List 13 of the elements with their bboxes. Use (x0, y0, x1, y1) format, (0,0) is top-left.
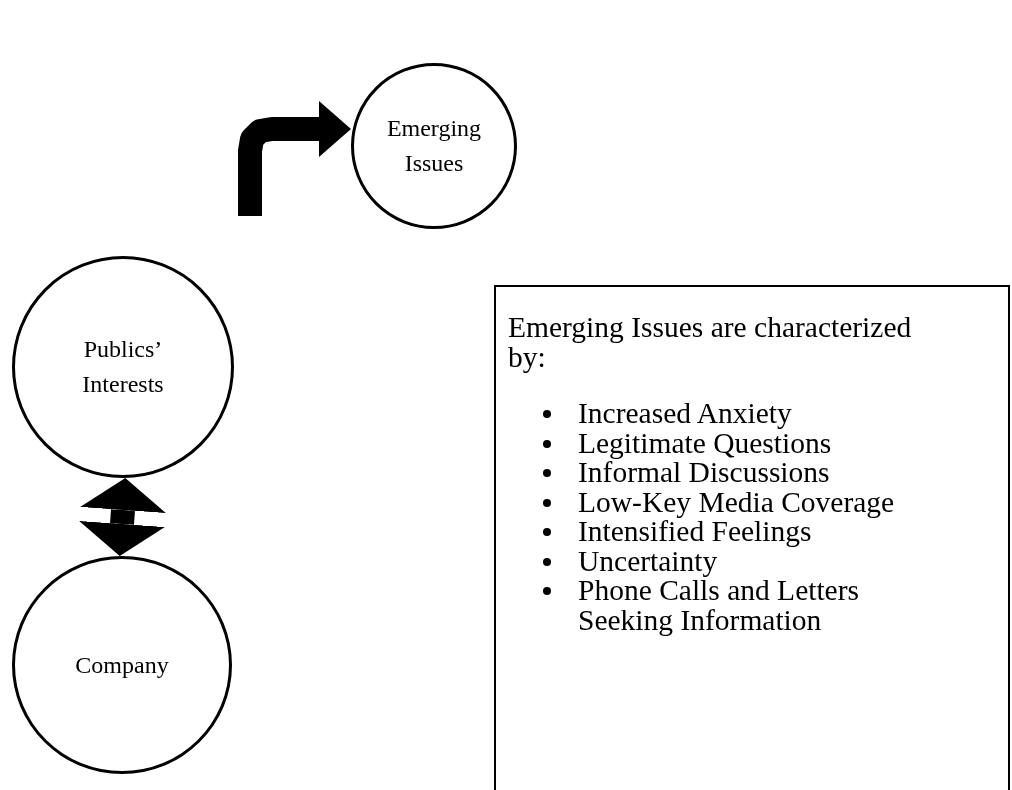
text-panel (494, 285, 1010, 790)
list-item: Low-Key Media Coverage (578, 487, 896, 517)
list-item: Phone Calls and Letters Seeking Information (578, 576, 860, 635)
node-label: Company (74, 650, 170, 680)
list-item: Legitimate Questions (578, 428, 833, 458)
list-item: Uncertainty (578, 546, 718, 576)
panel-heading: Emerging Issues are characterized by: (508, 313, 913, 372)
list-item: Informal Discussions (578, 458, 831, 488)
list-item: Intensified Feelings (578, 517, 812, 547)
list-item: Increased Anxiety (578, 399, 793, 429)
node-label: Emerging Issues (385, 114, 483, 178)
double-arrow (79, 478, 166, 556)
node-label: Publics’ Interests (81, 335, 165, 399)
